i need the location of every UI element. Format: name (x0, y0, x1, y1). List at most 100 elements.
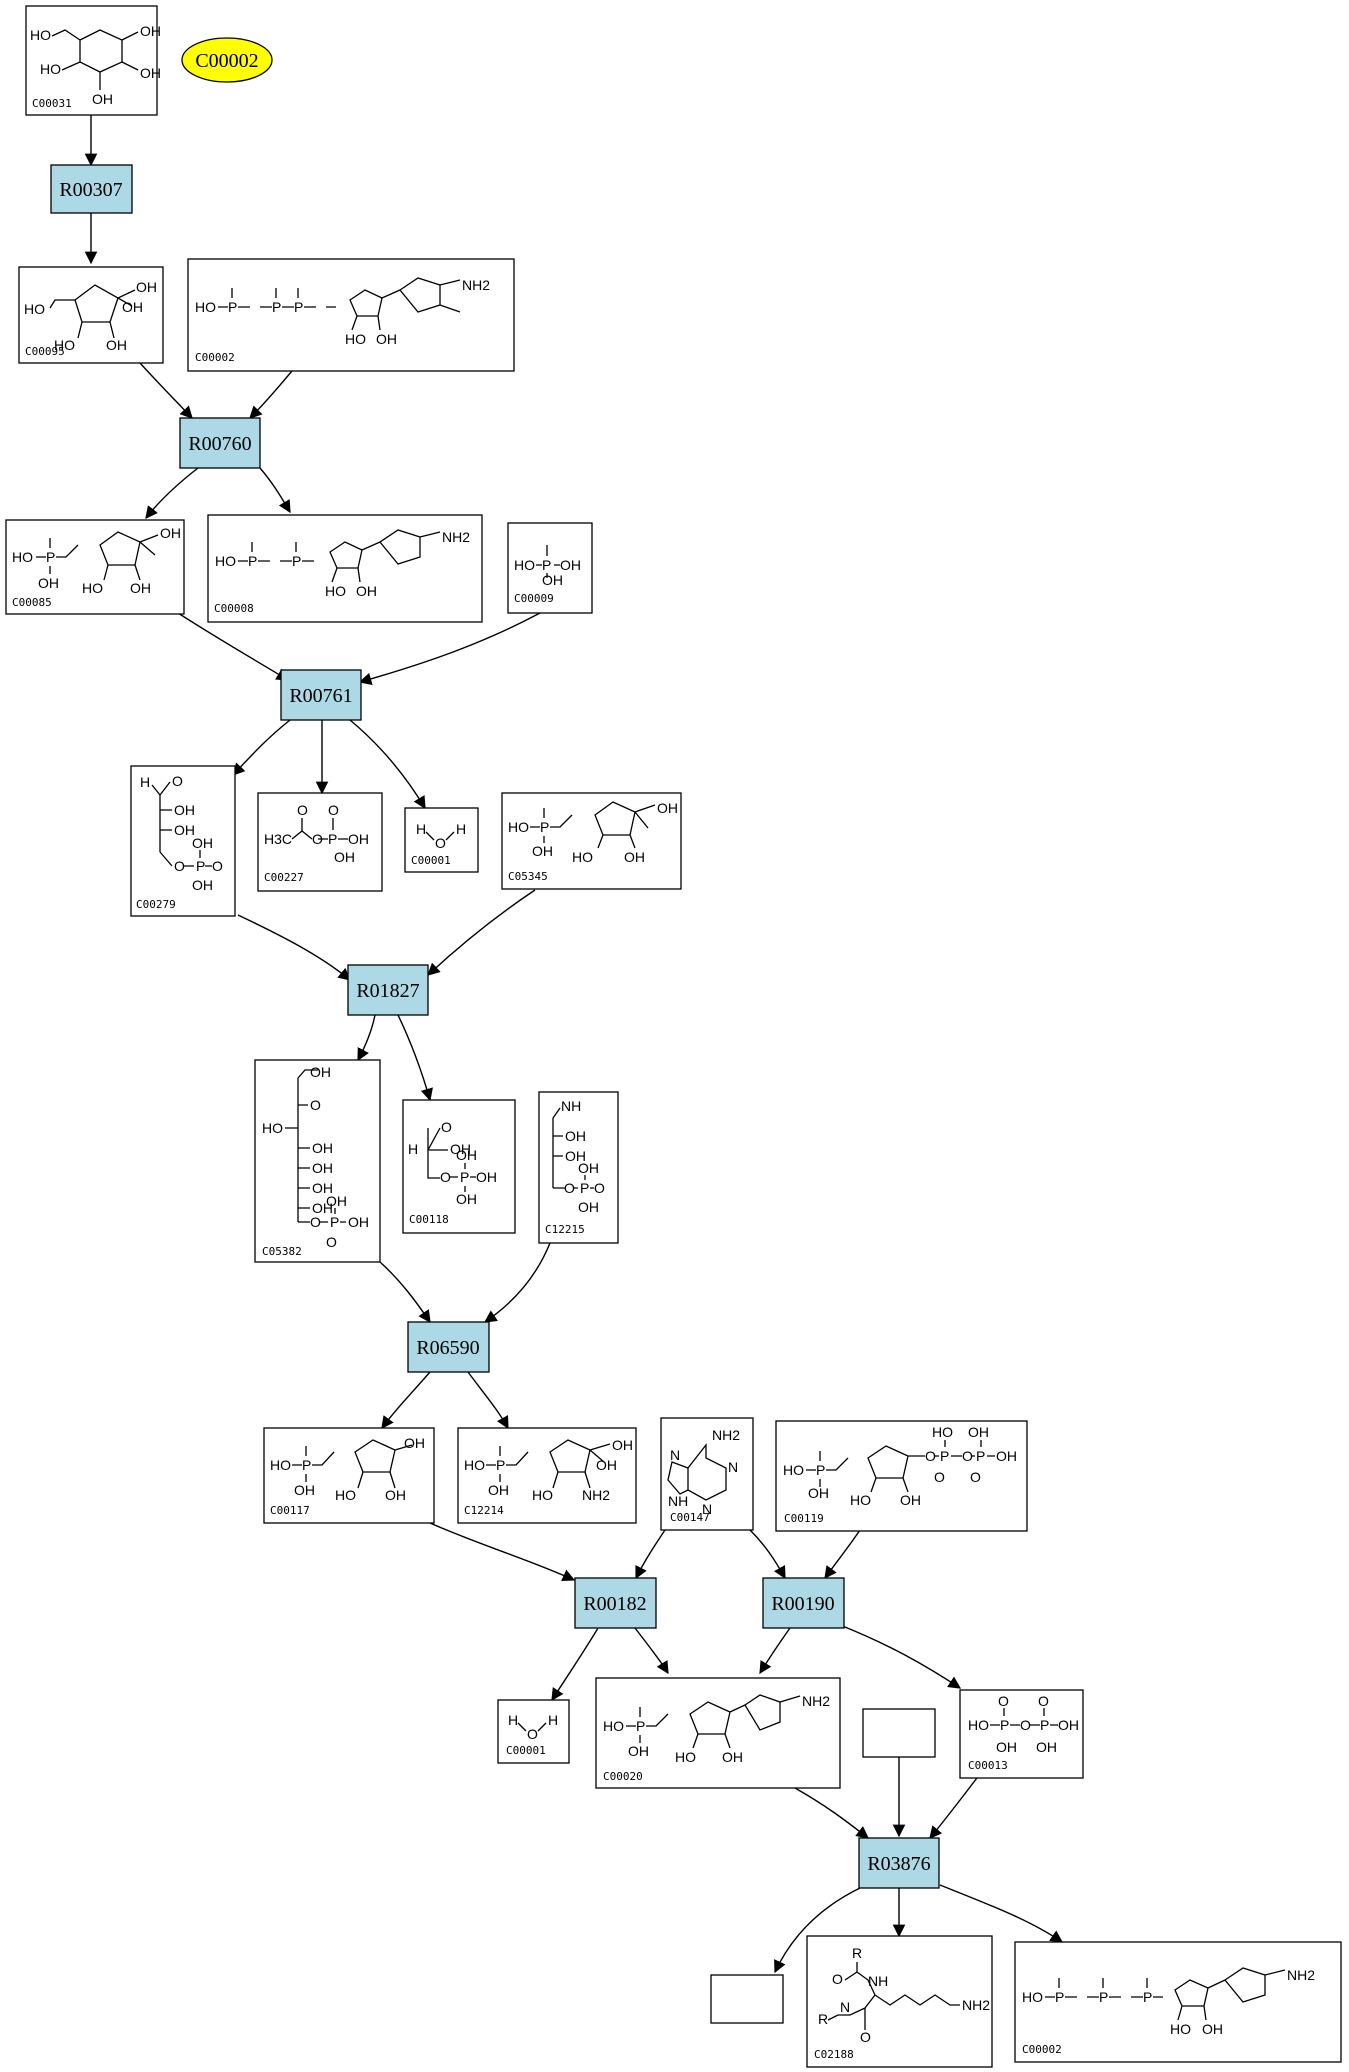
oh-label: OH (542, 572, 563, 588)
edge-c00095-r00760 (139, 362, 193, 419)
o-label: O (527, 1726, 538, 1742)
p-label: P (976, 1448, 985, 1464)
compound-c02188[interactable]: R O NH R N O NH2 C02188 (806, 1935, 993, 2068)
edge-c00009-r00761 (358, 612, 541, 685)
edge-r00761-c00001 (349, 719, 426, 810)
compound-c00001a[interactable]: H O H C00001 (404, 807, 479, 873)
edge-c12215-r06590 (483, 1242, 551, 1323)
compound-c00001b[interactable]: H O H C00001 (497, 1699, 570, 1764)
oh-label: OH (174, 822, 195, 838)
compound-c00118[interactable]: O H OH O P OH OH OH C00118 (402, 1099, 516, 1234)
p-label: P (196, 858, 205, 874)
compound-c00147[interactable]: NH2 N NH N N C00147 (660, 1417, 754, 1531)
o-label: O (312, 831, 323, 847)
p-label: P (460, 1169, 469, 1185)
oh-label: OH (808, 1485, 829, 1501)
reaction-r00761[interactable]: R00761 (280, 669, 362, 721)
oh-label: OH (1036, 1739, 1057, 1755)
o-label: O (1020, 1717, 1031, 1733)
edge-r01827-c00118 (397, 1014, 433, 1102)
oh-label: OH (385, 1487, 406, 1503)
compound-c00013[interactable]: HO P O P OH O O OH OH C00013 (959, 1689, 1084, 1779)
oh-label: OH (174, 802, 195, 818)
oh-label: OH (565, 1128, 586, 1144)
compound-c12214[interactable]: HO P OH OH OH HO NH2 C12214 (457, 1427, 637, 1524)
compound-c00002b[interactable]: HO P P P NH2 HO OH C00002 (1014, 1941, 1342, 2063)
compound-c00227[interactable]: H3C O O P O OH OH C00227 (257, 792, 383, 892)
oh-label: OH (326, 1193, 347, 1209)
o-label: O (435, 835, 446, 851)
reaction-r00190[interactable]: R00190 (762, 1577, 845, 1629)
reaction-r01827[interactable]: R01827 (347, 964, 429, 1016)
oh-label: OH (450, 1141, 471, 1157)
compound-c00020[interactable]: HO P OH NH2 HO OH C00020 (595, 1677, 841, 1789)
reaction-r06590[interactable]: R06590 (407, 1321, 490, 1373)
structure-c00117: HO P OH OH HO OH (270, 1435, 425, 1503)
compound-c00117[interactable]: HO P OH OH HO OH C00117 (263, 1427, 435, 1524)
compound-c00008[interactable]: HO P P NH2 HO OH C00008 (207, 514, 483, 623)
nh2-label: NH2 (582, 1487, 610, 1503)
compound-c00279[interactable]: H O OH OH O P OH O OH C00279 (130, 765, 236, 917)
o-label: O (310, 1214, 321, 1230)
edge-r00182-c00001b (551, 1627, 599, 1702)
o-label: O (962, 1448, 973, 1464)
compound-label: C00008 (214, 602, 254, 615)
oh-label: OH (312, 1200, 333, 1216)
compound-label: C00009 (514, 592, 554, 605)
h-label: H (456, 821, 466, 837)
h-label: H (508, 1712, 518, 1728)
oh-label: OH (348, 1214, 369, 1230)
compound-c00031[interactable]: HO OH OH OH HO C00031 (25, 5, 161, 116)
reaction-r00307[interactable]: R00307 (50, 164, 133, 214)
p-label: P (496, 1457, 505, 1473)
ho-label: HO (532, 1487, 553, 1503)
seed-compound[interactable]: C00002 (181, 37, 273, 83)
edge-c00147-r00190 (749, 1529, 786, 1580)
reaction-r03876[interactable]: R03876 (858, 1837, 940, 1889)
oh-label: OH (578, 1199, 599, 1215)
compound-c00085[interactable]: HO P OH OH HO OH C00085 (5, 519, 185, 615)
compound-c00009[interactable]: HO P OH OH C00009 (507, 522, 593, 614)
edge-r03876-blank2 (774, 1887, 861, 1974)
oh-label: OH (996, 1739, 1017, 1755)
compound-blank1[interactable] (862, 1708, 936, 1758)
p-label: P (294, 299, 303, 315)
structure-c00001b: H O H (508, 1712, 558, 1742)
o-label: O (172, 773, 183, 789)
oh-label: OH (456, 1191, 477, 1207)
reaction-label: R00182 (583, 1593, 646, 1615)
r-label: R (818, 2011, 828, 2027)
nh-label: NH (668, 1493, 688, 1509)
compound-c05345[interactable]: HO P OH OH HO OH C05345 (501, 792, 682, 890)
compound-c12215[interactable]: NH OH OH O P OH O OH C12215 (538, 1091, 619, 1244)
ho-label: HO (270, 1457, 291, 1473)
compound-c00119[interactable]: HO P OH O P P O HO OH OH O O HO OH C0011… (775, 1420, 1028, 1532)
compound-label: C00001 (411, 854, 451, 867)
ho-label: HO (603, 1718, 624, 1734)
reaction-r00760[interactable]: R00760 (179, 417, 261, 469)
compound-blank2[interactable] (710, 1974, 784, 2024)
oh-label: OH (312, 1180, 333, 1196)
compound-c00002[interactable]: HO P P P NH2 HO OH C00002 (187, 258, 515, 372)
oh-label: OH (404, 1435, 425, 1451)
o-label: O (1038, 1693, 1049, 1709)
compound-c05382[interactable]: OH O HO OH OH OH OH O P OH OH O C05382 (254, 1059, 381, 1263)
oh-label: OH (122, 299, 143, 315)
compound-c00095[interactable]: HO OH OH HO OH C00095 (18, 266, 164, 364)
reaction-r00182[interactable]: R00182 (574, 1577, 657, 1629)
oh-label: OH (140, 23, 161, 39)
o-label: O (212, 858, 223, 874)
compound-label: C12214 (464, 1504, 504, 1517)
oh-label: OH (38, 575, 59, 591)
ho-label: HO (40, 61, 61, 77)
oh-label: OH (476, 1169, 497, 1185)
ho-label: HO (82, 580, 103, 596)
ho-label: HO (508, 819, 529, 835)
o-label: O (440, 1169, 451, 1185)
oh-label: OH (348, 831, 369, 847)
compound-label: C00085 (12, 596, 52, 609)
nh-label: NH (868, 1973, 888, 1989)
oh-label: OH (160, 525, 181, 541)
edge-r01827-c05382 (357, 1014, 376, 1062)
p-label: P (330, 1214, 339, 1230)
